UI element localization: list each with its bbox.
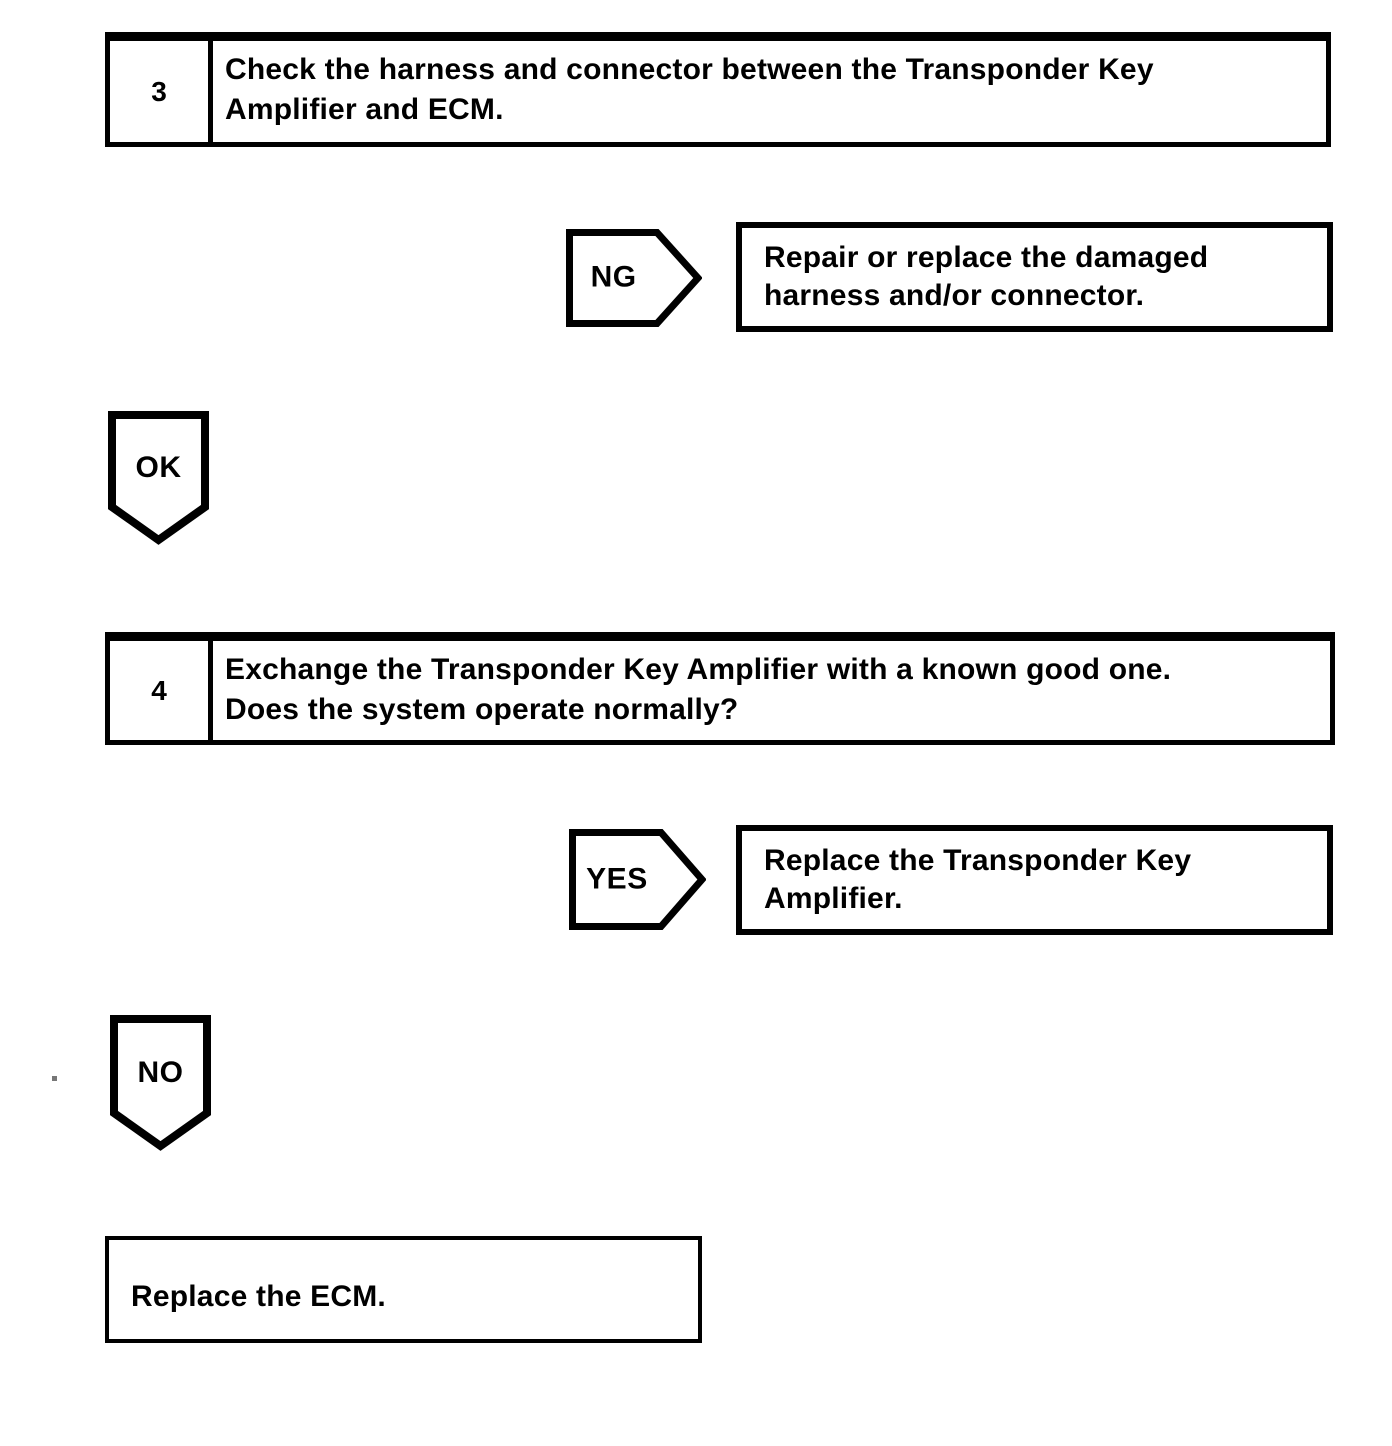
step3-box: 3 Check the harness and connector betwee… — [105, 32, 1331, 147]
right-arrow-pentagon-icon — [566, 229, 702, 327]
ng-label: NG — [590, 260, 637, 294]
ng-result-box: Repair or replace the damaged harness an… — [736, 222, 1333, 332]
step4-box: 4 Exchange the Transponder Key Amplifier… — [105, 632, 1335, 745]
down-arrow-pentagon-icon — [110, 1015, 211, 1151]
yes-result-line1: Replace the Transponder Key — [764, 844, 1192, 877]
step4-text: Exchange the Transponder Key Amplifier w… — [213, 641, 1330, 740]
no-label: NO — [137, 1055, 184, 1089]
step4-text-line1: Exchange the Transponder Key Amplifier w… — [225, 653, 1172, 686]
step3-text-line2: Amplifier and ECM. — [225, 93, 504, 126]
ng-connector-pentagon: NG — [566, 229, 702, 327]
down-arrow-pentagon-icon — [108, 411, 209, 545]
step4-text-line2: Does the system operate normally? — [225, 693, 739, 726]
yes-connector-pentagon: YES — [569, 829, 706, 930]
step4-number: 4 — [110, 641, 213, 740]
yes-result-box: Replace the Transponder Key Amplifier. — [736, 825, 1333, 935]
step3-text: Check the harness and connector between … — [213, 41, 1326, 142]
ok-label: OK — [135, 450, 182, 484]
no-connector-pentagon: NO — [110, 1015, 211, 1152]
step3-number: 3 — [110, 41, 213, 142]
ok-connector-pentagon: OK — [108, 411, 209, 546]
yes-result-line2: Amplifier. — [764, 882, 903, 915]
yes-label: YES — [586, 861, 648, 895]
step3-text-line1: Check the harness and connector between … — [225, 53, 1154, 86]
terminal-box: Replace the ECM. — [105, 1236, 702, 1343]
right-arrow-pentagon-icon — [569, 829, 706, 930]
ng-result-line1: Repair or replace the damaged — [764, 241, 1209, 274]
scan-artifact-dot — [52, 1076, 57, 1081]
ng-result-line2: harness and/or connector. — [764, 279, 1145, 312]
terminal-text: Replace the ECM. — [131, 1279, 386, 1313]
